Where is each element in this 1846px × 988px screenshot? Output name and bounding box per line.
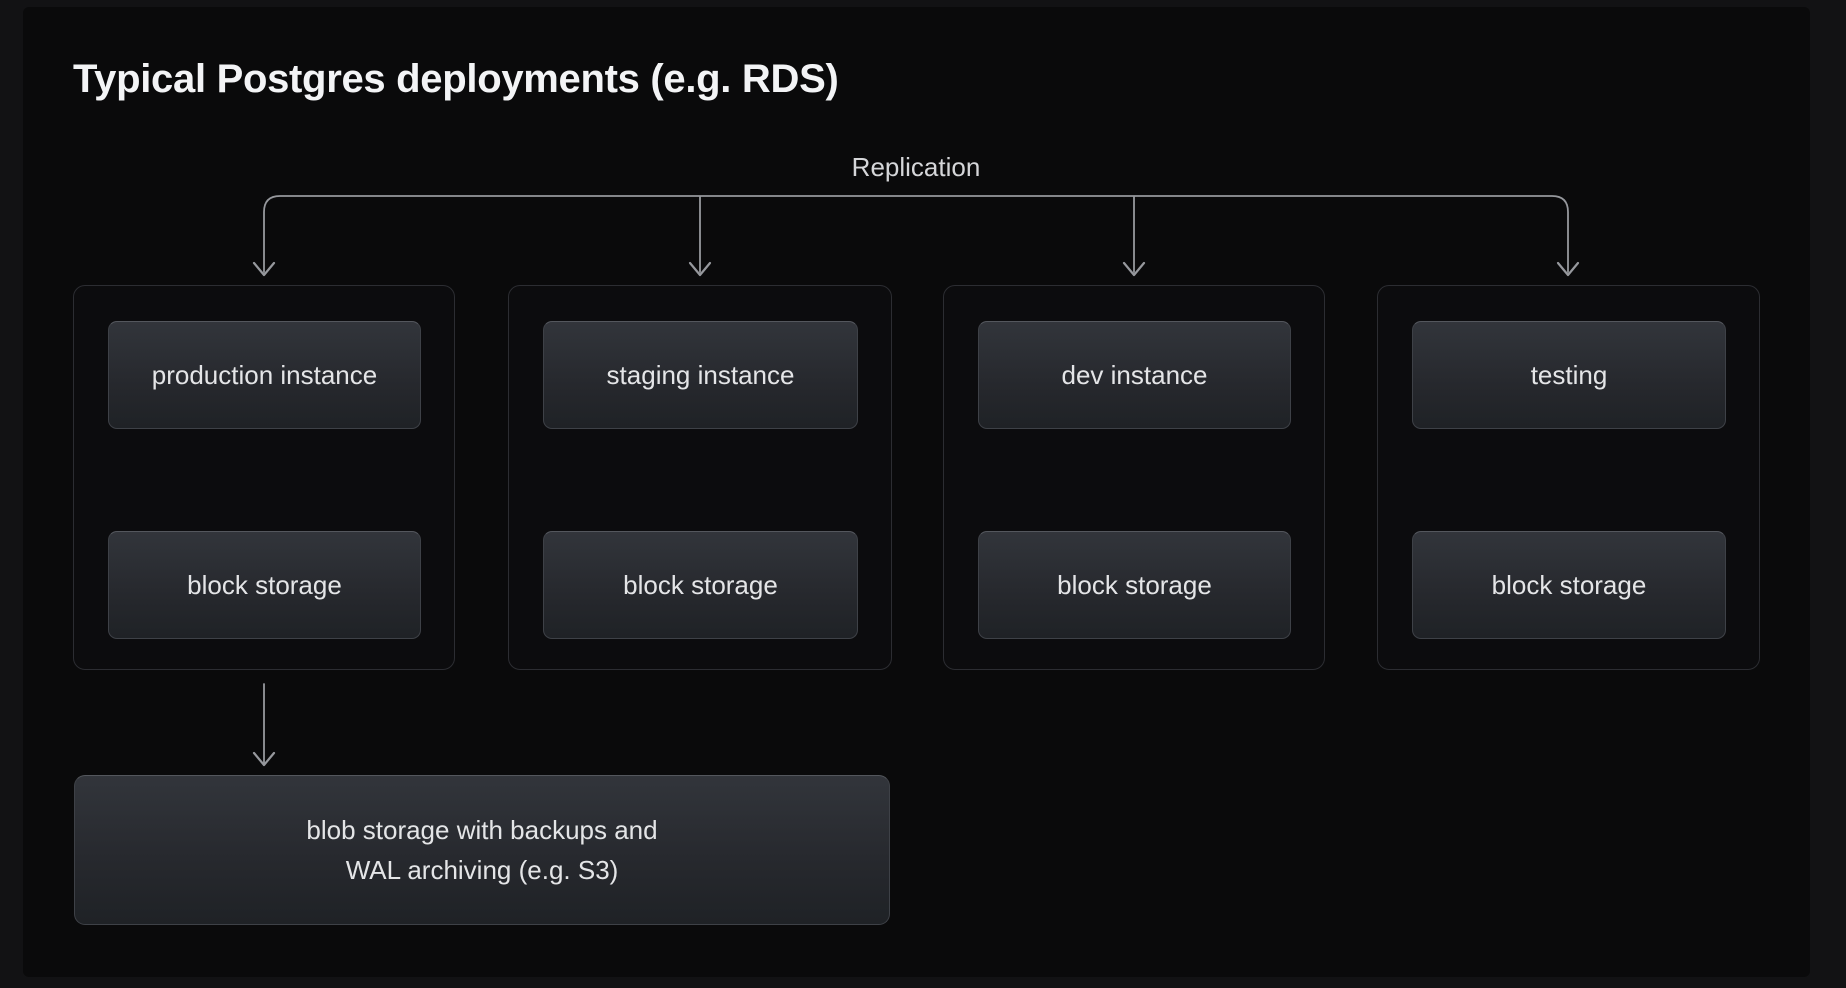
node-testing-block-storage: block storage	[1412, 531, 1726, 639]
node-staging-block-storage: block storage	[543, 531, 858, 639]
replication-label: Replication	[851, 152, 981, 182]
group-staging: staging instance block storage	[508, 285, 892, 670]
group-production: production instance block storage	[73, 285, 455, 670]
node-production-block-storage: block storage	[108, 531, 421, 639]
group-testing: testing block storage	[1377, 285, 1760, 670]
node-dev-block-storage: block storage	[978, 531, 1291, 639]
blob-storage-label-line1: blob storage with backups and	[306, 815, 658, 845]
node-staging-instance: staging instance	[543, 321, 858, 429]
group-dev: dev instance block storage	[943, 285, 1325, 670]
node-blob-storage: blob storage with backups and WAL archiv…	[74, 775, 890, 925]
node-testing: testing	[1412, 321, 1726, 429]
node-dev-instance: dev instance	[978, 321, 1291, 429]
node-production-instance: production instance	[108, 321, 421, 429]
page-title: Typical Postgres deployments (e.g. RDS)	[73, 57, 839, 101]
blob-storage-label-line2: WAL archiving (e.g. S3)	[345, 855, 619, 885]
